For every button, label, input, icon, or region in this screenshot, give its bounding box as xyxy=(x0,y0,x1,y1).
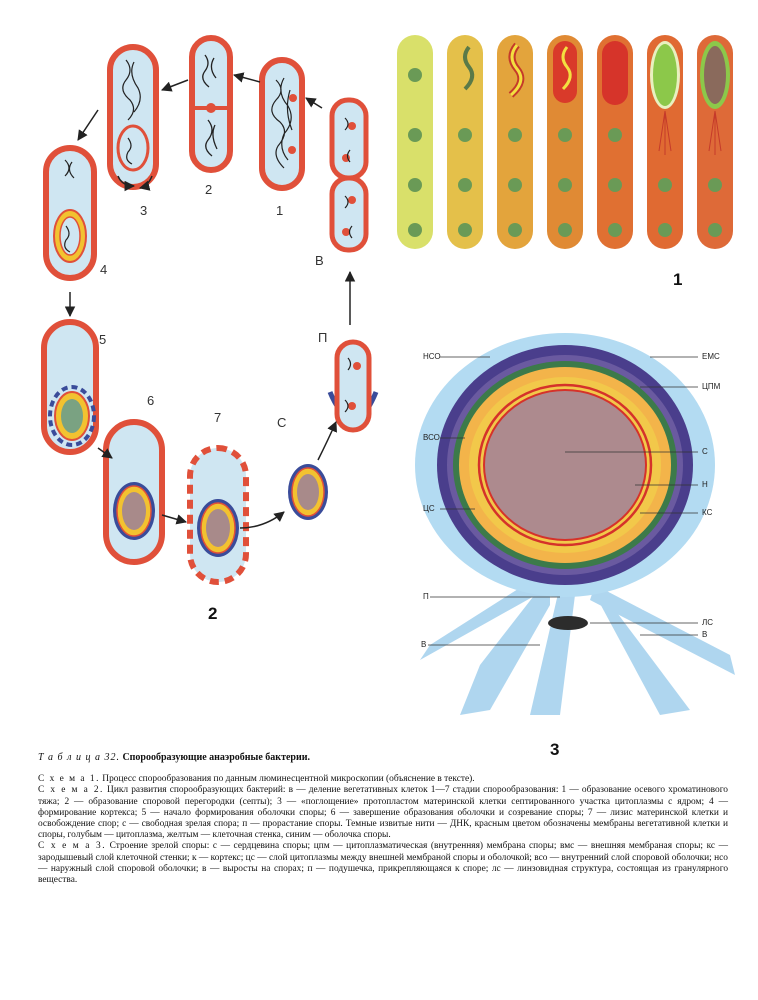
scheme3-caption-head: С х е м а 3. xyxy=(38,841,107,852)
table-title-text: Спорообразующие анаэробные бактерии. xyxy=(122,752,311,763)
table-title: Т а б л и ц а 32. Спорообразующие анаэро… xyxy=(38,752,728,763)
scheme3-caption-text: Строение зрелой споры: с — сердцевина сп… xyxy=(38,841,729,886)
leader-lines xyxy=(428,356,698,646)
stage-label-p: П xyxy=(318,330,328,345)
label-p: П xyxy=(423,592,429,601)
scheme1-caption-text: Процесс спорообразования по данным люмин… xyxy=(102,774,475,785)
lens-structure xyxy=(548,616,588,630)
table-prefix: Т а б л и ц а 32. xyxy=(38,752,120,763)
fluor-cell-1 xyxy=(397,35,433,249)
stage-label-c: С xyxy=(277,415,287,430)
stage-label-1: 1 xyxy=(276,203,284,218)
scheme1-caption: С х е м а 1. Процесс спорообразования по… xyxy=(38,774,728,785)
fluor-cell-2 xyxy=(447,35,483,249)
fluor-cell-5 xyxy=(597,35,633,249)
caption-block: Т а б л и ц а 32. Спорообразующие анаэро… xyxy=(38,752,728,886)
scheme1-caption-head: С х е м а 1. xyxy=(38,774,100,785)
scheme1-number: 1 xyxy=(673,270,683,289)
scheme2-caption: С х е м а 2. Цикл развития спорообразующ… xyxy=(38,785,728,841)
life-cycle-diagram xyxy=(41,35,379,585)
stage-label-3: 3 xyxy=(140,203,148,218)
stage-label-4: 4 xyxy=(100,262,108,277)
label-nso: НСО xyxy=(423,352,441,361)
label-ems: ЕМС xyxy=(702,352,720,361)
label-n: Н xyxy=(702,480,708,489)
scheme1-fluorescence: 1 xyxy=(385,25,745,295)
stage-label-v: В xyxy=(315,253,324,268)
stage-3-cell xyxy=(107,44,159,190)
stage-4-cell xyxy=(43,145,97,281)
cycle-arrows xyxy=(64,72,356,529)
scheme2-caption-text: Цикл развития спорообразующих бактерий: … xyxy=(38,785,728,841)
fluor-cell-4 xyxy=(547,35,583,249)
germinating-spore xyxy=(327,339,379,433)
label-v-left: В xyxy=(421,640,427,649)
scheme2-life-cycle: 2 1 3 4 5 6 7 В П С 2 xyxy=(0,0,380,640)
free-spore xyxy=(288,464,328,520)
label-c: С xyxy=(702,447,708,456)
scheme2-number: 2 xyxy=(208,604,218,623)
fluorescence-cells xyxy=(397,35,733,249)
vegetative-division xyxy=(329,97,369,253)
label-cpm: ЦПМ xyxy=(702,382,721,391)
label-ls: ЛС xyxy=(702,618,714,627)
label-cs: ЦС xyxy=(423,504,435,513)
stage-1-cell xyxy=(259,57,305,191)
label-ks: КС xyxy=(702,508,713,517)
stage-7-cell xyxy=(187,445,249,585)
stage-2-cell xyxy=(189,35,233,173)
scheme3-spore-structure: НСО ВСО ЦС П В ЕМС ЦПМ С Н КС ЛС В 3 xyxy=(400,315,745,759)
stage-5-cell xyxy=(41,319,99,455)
stage-6-cell xyxy=(103,419,165,565)
stage-label-2: 2 xyxy=(205,182,213,197)
label-v-right: В xyxy=(702,630,708,639)
stage-label-5: 5 xyxy=(99,332,107,347)
label-vso: ВСО xyxy=(423,433,440,442)
spore-structure-diagram xyxy=(415,333,735,715)
scheme3-number: 3 xyxy=(550,740,560,759)
fluor-cell-7 xyxy=(697,35,733,249)
fluor-cell-3 xyxy=(497,35,533,249)
stage-label-7: 7 xyxy=(214,410,222,425)
scheme2-caption-head: С х е м а 2. xyxy=(38,785,104,796)
fluor-cell-6 xyxy=(647,35,683,249)
spore-core xyxy=(483,389,647,541)
stage-label-6: 6 xyxy=(147,393,155,408)
scheme3-caption: С х е м а 3. Строение зрелой споры: с — … xyxy=(38,841,728,886)
